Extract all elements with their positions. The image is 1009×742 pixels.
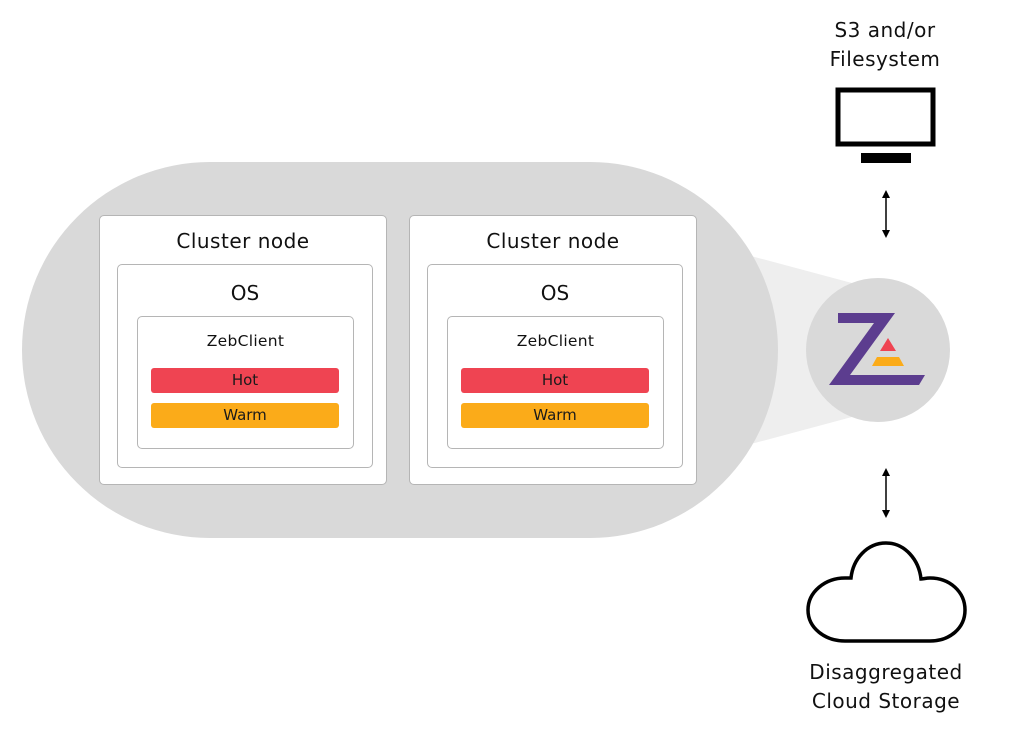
cloud-icon bbox=[806, 541, 967, 643]
cluster-node-card: Cluster node OS ZebClient Hot Warm bbox=[409, 215, 697, 485]
zebware-logo-icon bbox=[829, 313, 925, 385]
s3-label-line1: S3 and/or bbox=[834, 18, 936, 42]
os-box: OS ZebClient Hot Warm bbox=[427, 264, 683, 468]
zebclient-label: ZebClient bbox=[206, 332, 285, 350]
cloud-storage-label: Disaggregated Cloud Storage bbox=[786, 658, 986, 716]
cloud-label-line2: Cloud Storage bbox=[811, 689, 961, 713]
os-label: OS bbox=[230, 281, 260, 305]
warm-tier: Warm bbox=[151, 403, 339, 428]
hub-circle bbox=[806, 278, 950, 422]
s3-filesystem-label: S3 and/or Filesystem bbox=[800, 16, 970, 74]
cloud-label-line1: Disaggregated bbox=[809, 660, 963, 684]
os-label: OS bbox=[540, 281, 570, 305]
monitor-icon bbox=[835, 87, 936, 163]
cluster-node-title: Cluster node bbox=[486, 229, 620, 253]
arrow-top bbox=[882, 190, 890, 238]
warm-tier: Warm bbox=[461, 403, 649, 428]
zebclient-label: ZebClient bbox=[516, 332, 595, 350]
zebclient-box: ZebClient Hot Warm bbox=[447, 316, 664, 449]
s3-label-line2: Filesystem bbox=[829, 47, 941, 71]
zebclient-box: ZebClient Hot Warm bbox=[137, 316, 354, 449]
os-box: OS ZebClient Hot Warm bbox=[117, 264, 373, 468]
cluster-node-title: Cluster node bbox=[176, 229, 310, 253]
arrow-bottom bbox=[882, 468, 890, 518]
hot-tier: Hot bbox=[151, 368, 339, 393]
hot-tier: Hot bbox=[461, 368, 649, 393]
cluster-node-card: Cluster node OS ZebClient Hot Warm bbox=[99, 215, 387, 485]
